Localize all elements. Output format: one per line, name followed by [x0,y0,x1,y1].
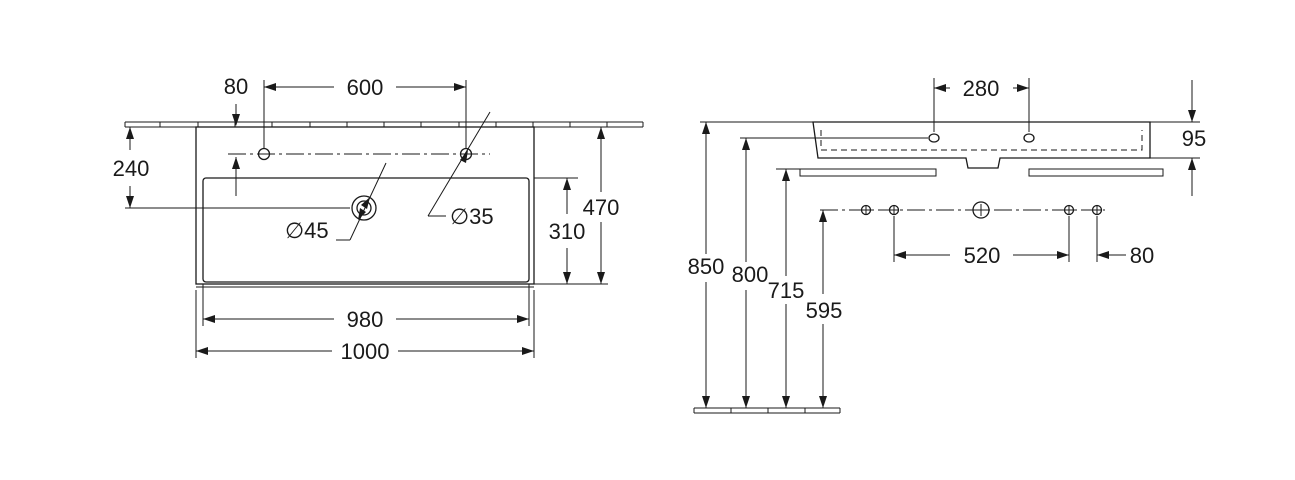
bowl-outline [202,177,530,283]
dim-drain-floor: 595 [806,298,843,323]
dim-hole-spacing-top: 280 [963,76,1000,101]
dim-bowl-width: 980 [347,307,384,332]
dim-drain-diameter: ∅45 [285,218,329,243]
support-left [799,168,937,177]
rim-outline [812,121,1151,169]
dim-waste-spacing: 520 [964,243,1001,268]
dim-total-height: 850 [688,254,725,279]
dim-total-width: 1000 [341,339,390,364]
dim-rim-height: 95 [1182,126,1206,151]
side-view: 280 95 850 800 715 595 [688,76,1206,414]
drain-outer [351,195,377,221]
dim-tap-spacing: 600 [347,75,384,100]
front-view: 600 80 240 ∅35 ∅45 310 47 [113,74,644,364]
rim-hole-right [1023,133,1035,143]
tap-hole-left [257,147,271,161]
basin-outline [195,126,535,285]
dim-bowl-depth: 310 [549,219,586,244]
dim-tap-offset: 80 [224,74,248,99]
waste-hole-drain [972,201,990,219]
dim-tap-height: 240 [113,156,150,181]
drain-inner [356,200,372,216]
floor-line [693,407,841,414]
dim-total-depth: 470 [583,195,620,220]
support-right [1028,168,1164,177]
dim-tap-hole-diameter: ∅35 [450,204,494,229]
dim-rim-floor: 800 [732,262,769,287]
wall-line [124,121,644,128]
dim-waste-offset: 80 [1130,243,1154,268]
dim-hole-floor: 715 [768,278,805,303]
rim-hole-left [928,133,940,143]
